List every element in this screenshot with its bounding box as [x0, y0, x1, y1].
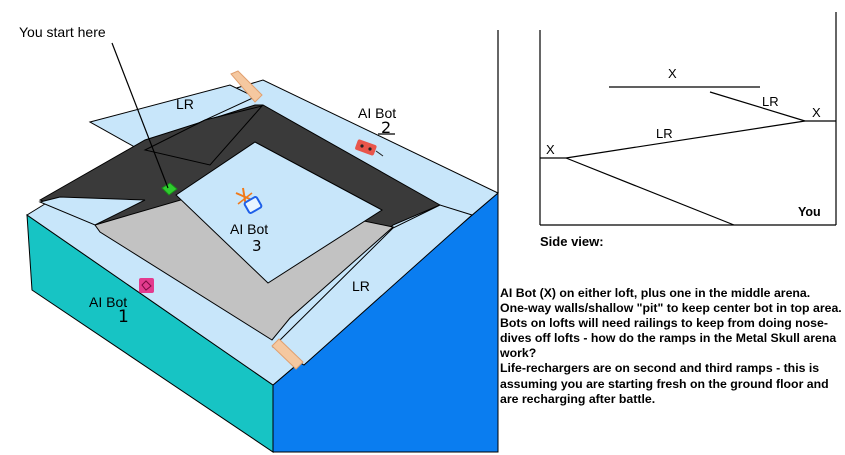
start-pointer: [111, 42, 169, 189]
bot-1-number: 1: [118, 307, 129, 327]
note-line: Life-rechargers are on second and third …: [500, 361, 829, 406]
bot-3-icon: [235, 187, 263, 214]
bot-2-label: AI Bot: [358, 105, 396, 121]
bot-3-label: AI Bot: [230, 221, 268, 237]
bot-2-icon: [355, 139, 384, 157]
start-label: You start here: [19, 24, 106, 40]
side-view-main-ramp: [565, 120, 806, 159]
center-arena: [175, 141, 383, 284]
side-view-marker-left: X: [546, 142, 555, 157]
note-line: Bots on lofts will need railings to keep…: [500, 316, 837, 361]
inner-ramp: [143, 105, 264, 166]
bot-1-label: AI Bot: [89, 294, 127, 310]
side-view-ramp-label-upper: LR: [762, 94, 779, 109]
left-ramp: [38, 196, 146, 226]
side-view-diagram: X X X LR LR You Side view:: [497, 12, 837, 249]
note-line: One-way walls/shallow "pit" to keep cent…: [500, 301, 842, 316]
side-view-down-ramp: [565, 157, 735, 226]
recharger-top: [230, 70, 263, 103]
ramp-label-top: LR: [176, 96, 194, 112]
side-view-you-label: You: [798, 205, 821, 219]
design-notes: AI Bot (X) on either loft, plus one in t…: [500, 286, 842, 407]
note-line: AI Bot (X) on either loft, plus one in t…: [500, 286, 811, 300]
ramp-label-front: LR: [352, 278, 370, 294]
side-view-heading: Side view:: [540, 234, 604, 249]
side-view-marker-right: X: [812, 105, 821, 120]
side-view-marker-top: X: [668, 66, 677, 81]
bot-1-icon: [139, 278, 154, 293]
bot-2-number: 2: [381, 118, 391, 137]
recharger-bottom: [271, 338, 304, 370]
side-view-upper-ramp: [709, 91, 806, 122]
bot-3-number: 3: [252, 237, 262, 255]
side-view-ramp-label-main: LR: [656, 126, 673, 141]
